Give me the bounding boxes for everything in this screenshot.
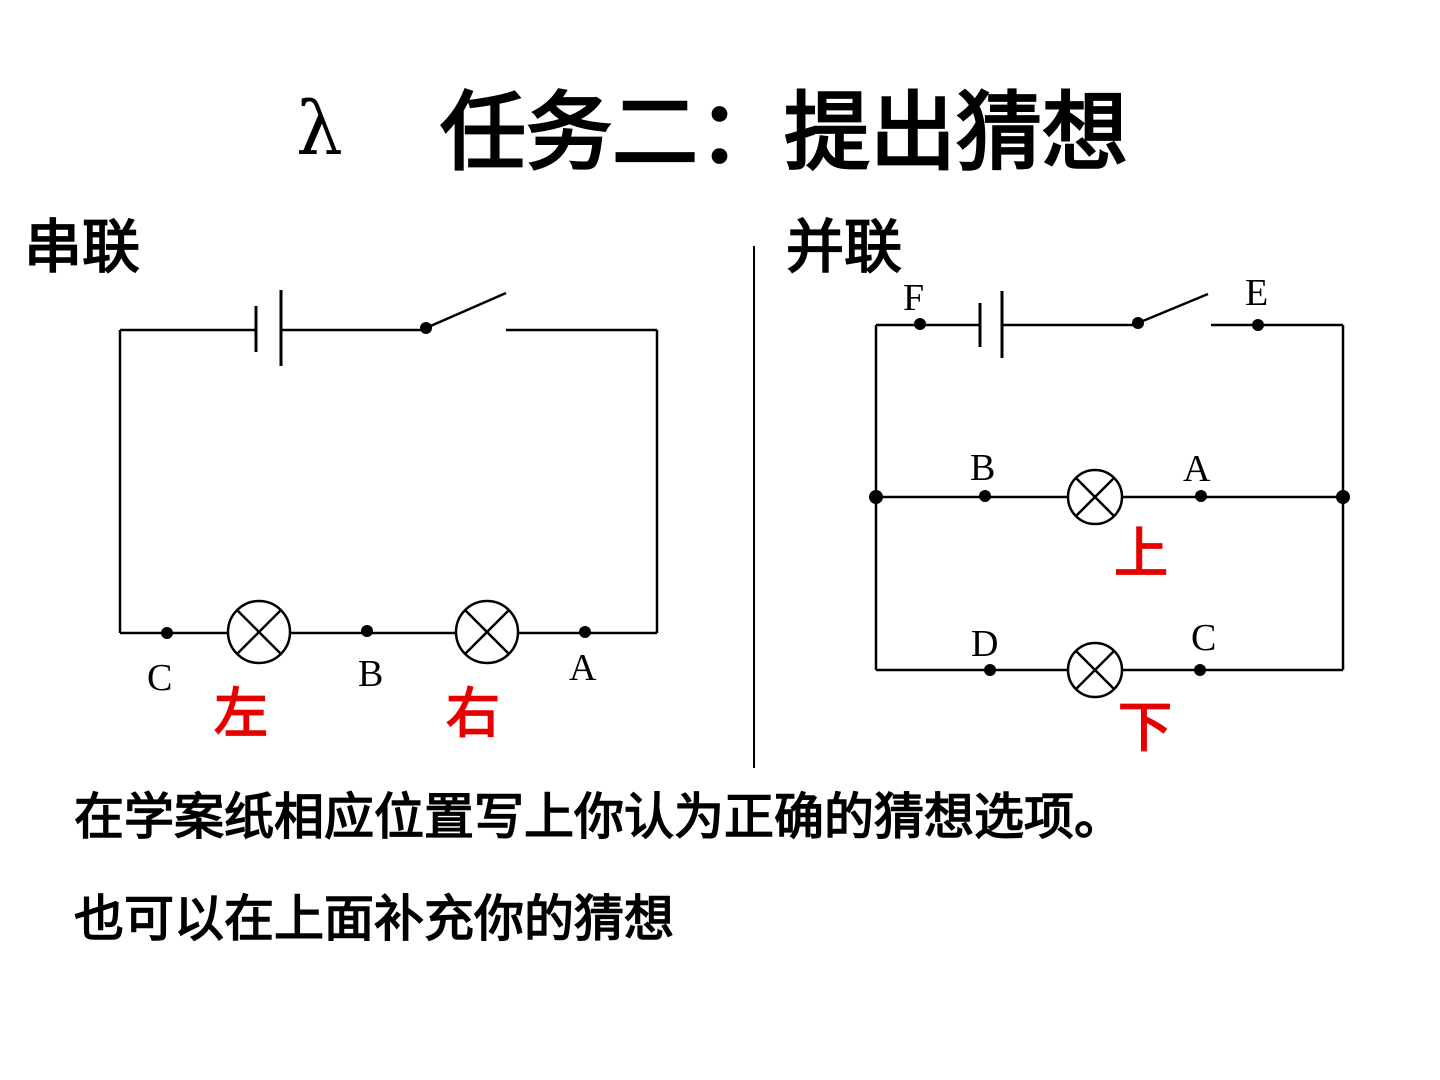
instruction-line-1: 在学案纸相应位置写上你认为正确的猜想选项。 bbox=[74, 788, 1124, 846]
parallel-point-f: F bbox=[903, 277, 924, 319]
parallel-point-e: E bbox=[1245, 272, 1268, 314]
upper-branch-label: 上 bbox=[1114, 522, 1168, 585]
lamp-icon-lower bbox=[1066, 641, 1124, 699]
point-f-dot bbox=[914, 318, 926, 330]
series-point-b: B bbox=[358, 653, 383, 695]
series-point-c: C bbox=[147, 657, 172, 699]
switch-pivot bbox=[1132, 317, 1144, 329]
parallel-circuit-label: 并联 bbox=[786, 213, 903, 281]
switch-icon bbox=[425, 291, 507, 330]
parallel-point-a: A bbox=[1183, 448, 1211, 490]
parallel-point-d: D bbox=[971, 623, 998, 665]
point-e-dot bbox=[1252, 319, 1264, 331]
parallel-point-b: B bbox=[970, 447, 995, 489]
point-b-dot bbox=[361, 625, 373, 637]
lower-branch-label: 下 bbox=[1118, 696, 1172, 759]
point-b-dot bbox=[979, 490, 991, 502]
right-bulb-label: 右 bbox=[446, 682, 500, 745]
point-c-dot bbox=[1194, 664, 1206, 676]
lamp-icon-left bbox=[226, 599, 292, 665]
switch-pivot bbox=[420, 322, 432, 334]
point-a-dot bbox=[579, 626, 591, 638]
parallel-point-c: C bbox=[1191, 617, 1216, 659]
point-d-dot bbox=[984, 664, 996, 676]
slide-title: 任务二：提出猜想 bbox=[440, 83, 1128, 183]
point-a-dot bbox=[1195, 490, 1207, 502]
lamp-icon-upper bbox=[1066, 468, 1124, 526]
left-bulb-label: 左 bbox=[214, 682, 268, 745]
series-circuit-label: 串联 bbox=[24, 213, 141, 281]
instruction-line-2: 也可以在上面补充你的猜想 bbox=[74, 890, 674, 948]
series-circuit bbox=[118, 290, 659, 665]
switch-icon bbox=[1137, 292, 1209, 325]
junction-left-dot bbox=[869, 490, 883, 504]
junction-right-dot bbox=[1336, 490, 1350, 504]
parallel-circuit bbox=[869, 291, 1350, 699]
series-point-a: A bbox=[569, 647, 597, 689]
bullet-symbol: λ bbox=[296, 86, 343, 172]
lamp-icon-right bbox=[454, 599, 520, 665]
point-c-dot bbox=[161, 627, 173, 639]
